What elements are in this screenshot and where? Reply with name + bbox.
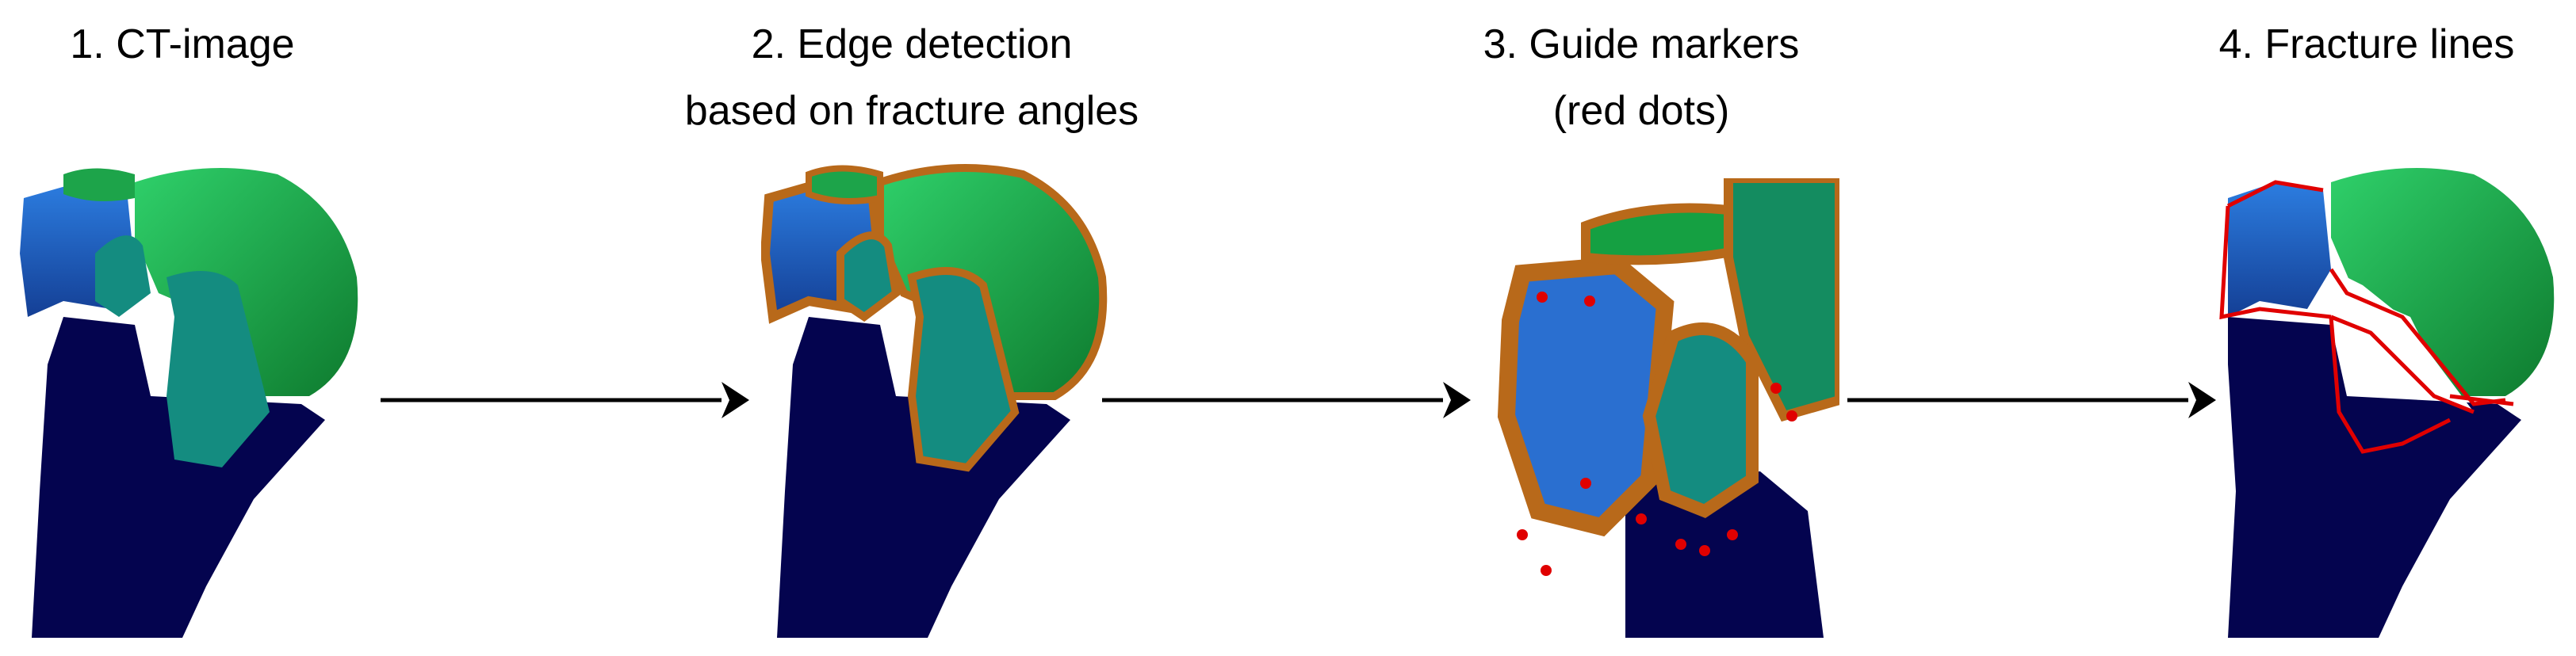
step-3-title: 3. Guide markers (red dots) bbox=[1483, 11, 1800, 144]
red-fracture-lines bbox=[2219, 180, 2514, 454]
humerus-shaft bbox=[777, 317, 1070, 638]
step-4-title: 4. Fracture lines bbox=[2219, 11, 2515, 78]
arrow-3 bbox=[1847, 382, 2216, 418]
step-2-title-line1: 2. Edge detection bbox=[751, 21, 1073, 67]
humerus-shaft bbox=[1625, 471, 1824, 638]
step-4-title-line1: 4. Fracture lines bbox=[2218, 21, 2515, 67]
red-marker-dots bbox=[1517, 292, 1797, 576]
teal-fragment bbox=[1642, 322, 1759, 518]
edge-detection-panel bbox=[761, 164, 1108, 638]
teal-fragment-2 bbox=[167, 271, 270, 467]
small-green-cap bbox=[1581, 203, 1751, 265]
step-3-title-line1: 3. Guide markers bbox=[1483, 21, 1800, 67]
teal-fragment-1 bbox=[95, 235, 151, 317]
green-head bbox=[2331, 168, 2555, 396]
teal-fragment-1 bbox=[836, 231, 901, 322]
step-1-title-line1: 1. CT-image bbox=[70, 21, 295, 67]
blue-fragment bbox=[2228, 182, 2331, 317]
teal-fragment-2 bbox=[907, 267, 1020, 472]
step-2-title-line2: based on fracture angles bbox=[684, 88, 1139, 134]
green-head bbox=[876, 164, 1108, 400]
fracture-lines-panel bbox=[2219, 168, 2555, 638]
humerus-shaft bbox=[32, 317, 325, 638]
fracture-gap bbox=[2331, 269, 2474, 412]
guide-markers-panel bbox=[1491, 178, 1839, 638]
step-2-title: 2. Edge detection based on fracture angl… bbox=[685, 11, 1139, 144]
step-3-title-line2: (red dots) bbox=[1552, 88, 1730, 134]
step-1-title: 1. CT-image bbox=[70, 11, 294, 78]
arrow-2 bbox=[1102, 382, 1471, 418]
humerus-shaft bbox=[2228, 317, 2521, 638]
small-green-cap bbox=[806, 165, 883, 204]
arrow-1 bbox=[381, 382, 749, 418]
ct-image-panel bbox=[20, 168, 358, 638]
blue-fragment bbox=[1497, 256, 1675, 537]
small-green-cap bbox=[63, 168, 135, 201]
green-head bbox=[135, 168, 358, 396]
